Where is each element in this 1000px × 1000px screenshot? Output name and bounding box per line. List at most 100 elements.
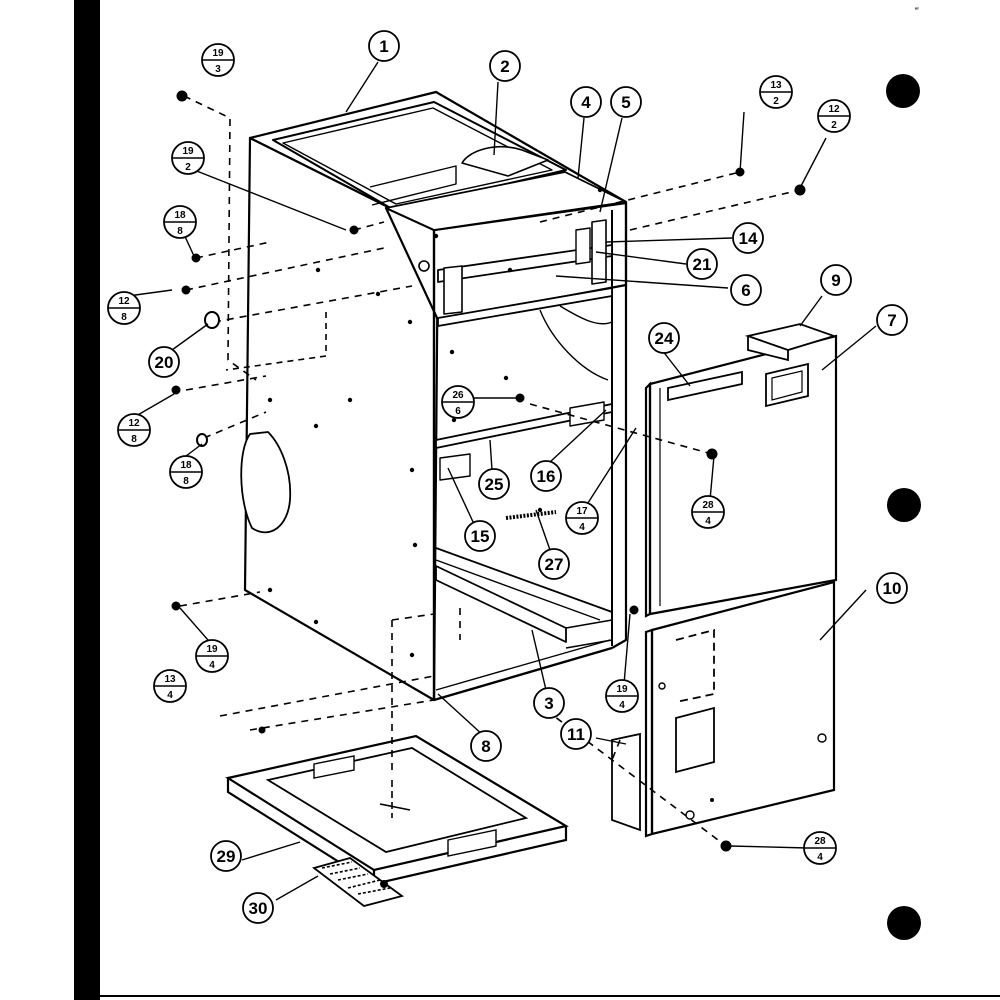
callout-1: 1: [368, 30, 400, 62]
upper-door-panel: [644, 334, 838, 618]
callout-21: 21: [686, 248, 718, 280]
rod-part-27: [505, 510, 557, 520]
svg-text:28: 28: [702, 500, 714, 511]
callout-8-label: 8: [481, 737, 490, 756]
binder-hole-top: [886, 74, 920, 108]
callout-15: 15: [464, 520, 496, 552]
callout-15-label: 15: [471, 527, 490, 546]
part-callouts: 1 2 3 4 5 6 7 8 9 10 11 14 15 16 20 21 2…: [148, 30, 908, 924]
svg-text:8: 8: [121, 312, 127, 323]
callout-2-label: 2: [500, 57, 509, 76]
callout-10: 10: [876, 572, 908, 604]
callout-4-label: 4: [581, 93, 591, 112]
callout-24-label: 24: [655, 329, 674, 348]
svg-text:19: 19: [616, 684, 628, 695]
svg-text:2: 2: [831, 120, 837, 131]
filter-part-9: [744, 323, 837, 362]
callout-16: 16: [530, 460, 562, 492]
svg-text:2: 2: [185, 162, 191, 173]
plug-part-20: [204, 311, 220, 329]
callout-29-label: 29: [217, 847, 236, 866]
fraction-callout-28-4a: 284: [691, 495, 725, 529]
bracket-part-11: [611, 732, 641, 832]
svg-text:19: 19: [212, 48, 224, 59]
callout-3-label: 3: [544, 694, 553, 713]
svg-text:4: 4: [579, 522, 585, 533]
svg-text:13: 13: [164, 674, 176, 685]
cabinet-top-opening: [272, 101, 567, 211]
svg-text:4: 4: [817, 852, 823, 863]
svg-text:18: 18: [180, 460, 192, 471]
callout-21-label: 21: [693, 255, 712, 274]
callout-7: 7: [876, 304, 908, 336]
svg-text:12: 12: [828, 104, 840, 115]
svg-text:4: 4: [167, 690, 173, 701]
callout-20: 20: [148, 346, 180, 378]
callout-30: 30: [242, 892, 274, 924]
binder-hole-middle: [887, 488, 921, 522]
left-margin-bar: [74, 0, 100, 1000]
rail-part-6: [437, 244, 613, 283]
callout-27-label: 27: [545, 555, 564, 574]
fraction-callout-12-8a: 128: [107, 291, 141, 325]
fraction-callout-13-2: 132: [759, 75, 793, 109]
callout-11: 11: [560, 718, 592, 750]
grommet-part-18: [196, 433, 208, 447]
fraction-callout-26-6: 266: [441, 385, 475, 419]
svg-text:26: 26: [452, 390, 464, 401]
cabinet-assembly: [225, 90, 628, 702]
fraction-callout-18-8b: 188: [169, 455, 203, 489]
blower-part: [461, 146, 549, 177]
explode-lines: [179, 95, 801, 847]
callout-10-label: 10: [883, 579, 902, 598]
fraction-callout-18-8a: 188: [163, 205, 197, 239]
circuit-board: [312, 857, 405, 907]
callout-25: 25: [478, 468, 510, 500]
callout-20-label: 20: [155, 353, 174, 372]
svg-text:13: 13: [770, 80, 782, 91]
svg-text:18: 18: [174, 210, 186, 221]
callout-24: 24: [648, 322, 680, 354]
callout-16-label: 16: [537, 467, 556, 486]
door-label-plate: [667, 370, 743, 402]
svg-text:2: 2: [773, 96, 779, 107]
callout-25-label: 25: [485, 475, 504, 494]
fraction-callout-17-4: 174: [565, 501, 599, 535]
side-knockout: [240, 431, 292, 534]
svg-text:6: 6: [455, 406, 461, 417]
callout-27: 27: [538, 548, 570, 580]
callout-6: 6: [730, 274, 762, 306]
fraction-callout-12-2: 122: [817, 99, 851, 133]
svg-text:8: 8: [131, 434, 137, 445]
door-handle-slot: [765, 362, 809, 408]
fraction-callouts: 193 192 188 128 128 188 132 122 266 174 …: [107, 43, 851, 865]
svg-text:4: 4: [705, 516, 711, 527]
lower-door-panel: [644, 580, 836, 838]
callout-11-label: 11: [567, 725, 585, 744]
svg-text:8: 8: [183, 476, 189, 487]
callout-5: 5: [610, 86, 642, 118]
svg-text:19: 19: [206, 644, 218, 655]
callout-7-label: 7: [887, 311, 896, 330]
svg-text:4: 4: [619, 700, 625, 711]
callout-9-label: 9: [831, 271, 840, 290]
fraction-callout-19-4b: 194: [605, 679, 639, 713]
fraction-callout-13-4: 134: [153, 669, 187, 703]
fasteners: [171, 90, 806, 852]
callout-5-label: 5: [621, 93, 630, 112]
callout-4: 4: [570, 86, 602, 118]
callout-2: 2: [489, 50, 521, 82]
corner-mark: ‴: [915, 6, 919, 16]
base-pan: [225, 734, 569, 886]
binder-hole-bottom: [887, 906, 921, 940]
svg-text:28: 28: [814, 836, 826, 847]
callout-14: 14: [732, 222, 764, 254]
svg-text:17: 17: [576, 506, 588, 517]
callout-6-label: 6: [741, 281, 750, 300]
bottom-rail-part-3: [435, 565, 567, 643]
callout-14-label: 14: [739, 229, 758, 248]
callout-8: 8: [470, 730, 502, 762]
svg-text:3: 3: [215, 64, 221, 75]
callout-1-label: 1: [379, 37, 388, 56]
